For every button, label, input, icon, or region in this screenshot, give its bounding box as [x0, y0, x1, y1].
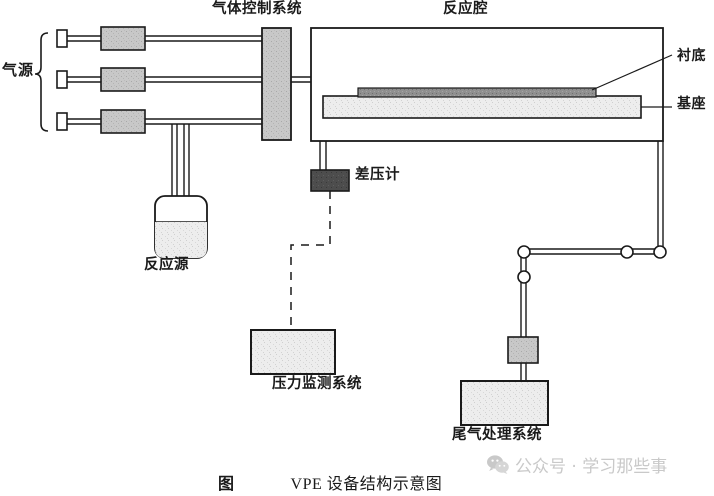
label-gas-source: 气源: [2, 61, 35, 79]
wechat-icon: [487, 455, 509, 474]
gas-pipe-3a: [67, 118, 101, 125]
exhaust-node-2[interactable]: [517, 270, 531, 284]
differential-pressure-gauge-box[interactable]: [310, 169, 350, 192]
watermark-text: 公众号 · 学习那些事: [515, 457, 668, 477]
gas-valve-3[interactable]: [56, 112, 68, 131]
gas-pipe-1b: [145, 35, 262, 42]
label-substrate: 衬底: [677, 48, 706, 64]
label-reaction-source: 反应源: [144, 257, 189, 273]
exhaust-node-3[interactable]: [620, 245, 634, 259]
figure-caption-title: VPE 设备结构示意图: [290, 476, 443, 493]
substrate-leader-line: [591, 54, 673, 91]
chamber-exhaust-downpipe: [657, 141, 664, 251]
pressure-signal-line: [290, 191, 331, 330]
gcs-to-chamber-pipe: [291, 76, 311, 83]
label-susceptor: 基座: [677, 96, 706, 112]
mass-flow-controller-2[interactable]: [100, 67, 146, 92]
gas-pipe-3b: [145, 118, 262, 125]
exhaust-valve-outlet-pipe: [520, 363, 527, 381]
figure-caption-prefix: 图: [218, 474, 235, 493]
pressure-monitoring-system-box[interactable]: [250, 329, 336, 375]
exhaust-node-1[interactable]: [517, 245, 531, 259]
gas-source-bracket: [34, 32, 49, 132]
gas-pipe-2a: [67, 76, 101, 83]
gas-valve-2[interactable]: [56, 70, 68, 89]
exhaust-valve[interactable]: [507, 336, 539, 364]
exhaust-horizontal-pipe: [524, 248, 660, 255]
susceptor-block[interactable]: [322, 95, 642, 119]
gas-valve-1[interactable]: [56, 29, 68, 48]
mass-flow-controller-1[interactable]: [100, 26, 146, 51]
exhaust-downpipe: [520, 254, 527, 345]
gas-pipe-1a: [67, 35, 101, 42]
label-exhaust-treatment-system: 尾气处理系统: [452, 427, 542, 443]
substrate-wafer[interactable]: [357, 87, 597, 98]
exhaust-node-4[interactable]: [653, 245, 667, 259]
exhaust-treatment-system-box[interactable]: [460, 380, 549, 426]
reaction-chamber-box[interactable]: [310, 27, 664, 142]
gas-control-system-box[interactable]: [261, 27, 292, 141]
label-pressure-monitoring-system: 压力监测系统: [272, 376, 362, 392]
label-gas-control-system: 气体控制系统: [212, 1, 302, 17]
label-differential-pressure-gauge: 差压计: [355, 167, 400, 183]
label-reaction-chamber: 反应腔: [443, 1, 488, 17]
watermark: 公众号 · 学习那些事: [487, 452, 667, 477]
figure-caption: 图 VPE 设备结构示意图: [218, 470, 442, 494]
bubbler-pipe: [171, 124, 190, 196]
bubbler-liquid: [155, 222, 207, 258]
mass-flow-controller-3[interactable]: [100, 109, 146, 134]
dpg-pipe: [319, 141, 327, 170]
gas-pipe-2b: [145, 76, 262, 83]
